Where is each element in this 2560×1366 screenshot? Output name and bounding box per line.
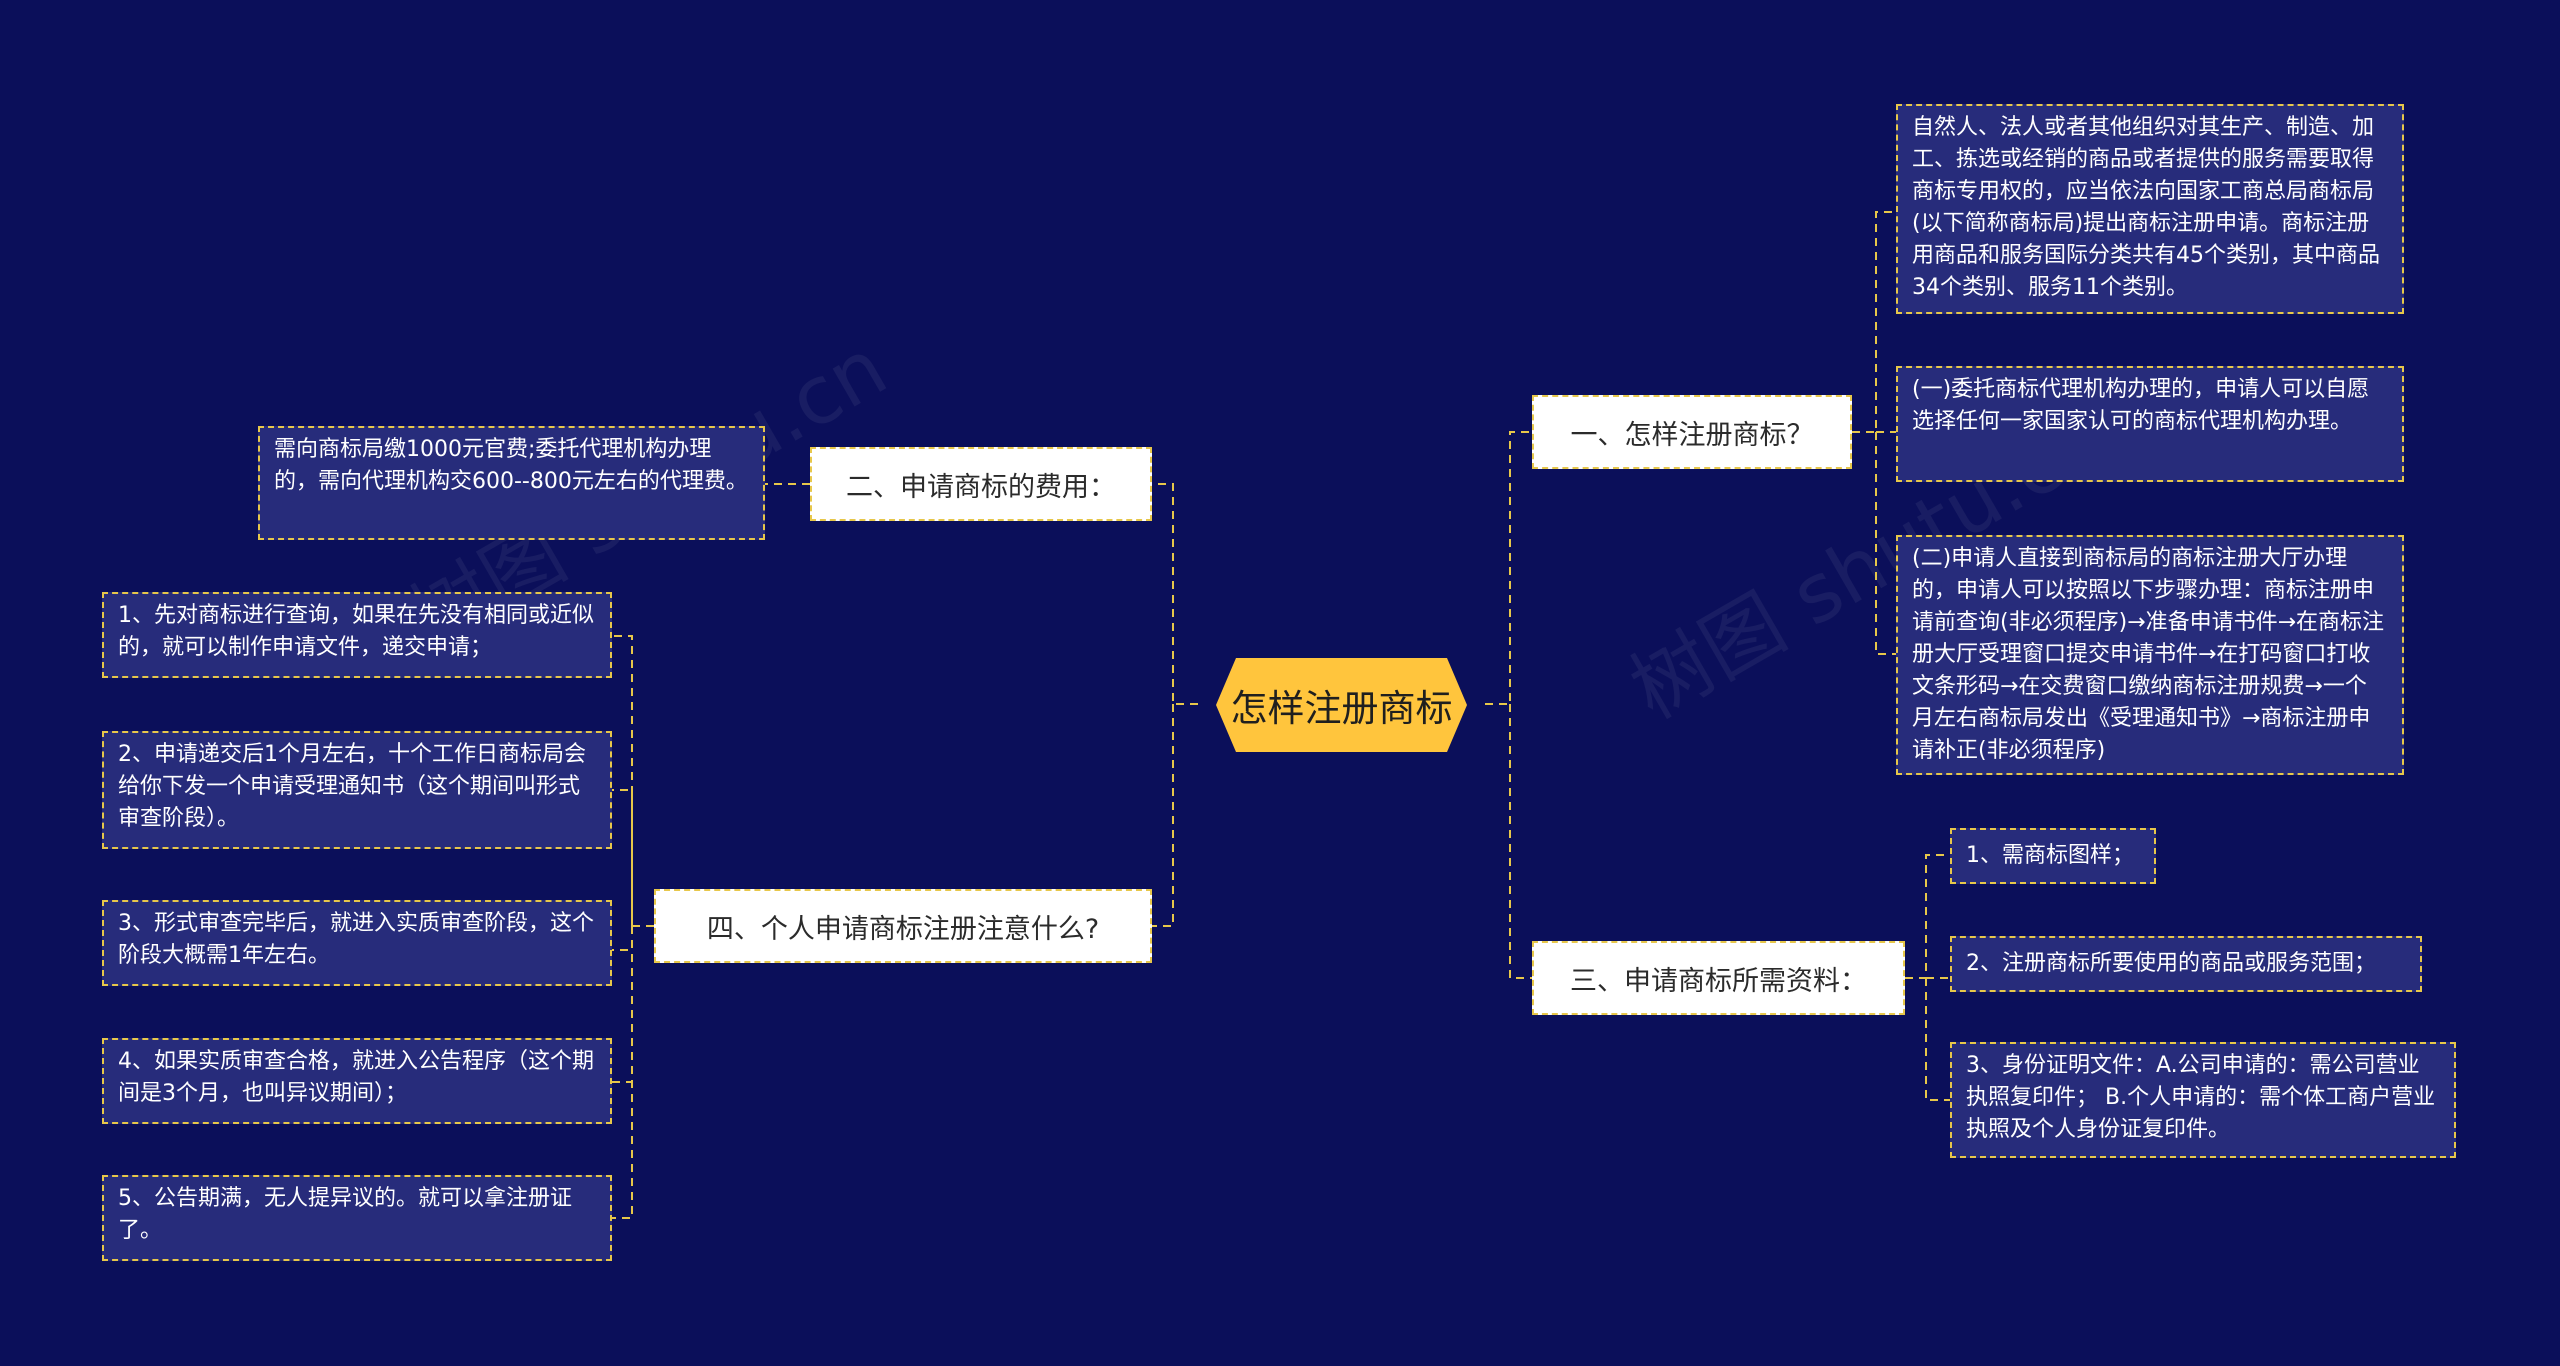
center-topic-label: 怎样注册商标 (1230, 687, 1453, 730)
leaf-text: 5、公告期满，无人提异议的。就可以拿注册证了。 (118, 1186, 572, 1243)
leaf-step-3[interactable]: 3、形式审查完毕后，就进入实质审查阶段，这个阶段大概需1年左右。 (102, 900, 612, 986)
leaf-text: 1、需商标图样； (1966, 843, 2134, 868)
leaf-step-5[interactable]: 5、公告期满，无人提异议的。就可以拿注册证了。 (102, 1175, 612, 1261)
leaf-trademark-sample[interactable]: 1、需商标图样； (1950, 828, 2156, 884)
connector-b4-leaves (612, 635, 654, 1219)
leaf-text: 3、形式审查完毕后，就进入实质审查阶段，这个阶段大概需1年左右。 (118, 911, 594, 968)
leaf-text: 4、如果实质审查合格，就进入公告程序（这个期间是3个月，也叫异议期间）； (118, 1049, 594, 1106)
leaf-direct-route[interactable]: (二)申请人直接到商标局的商标注册大厅办理的，申请人可以按照以下步骤办理：商标注… (1896, 535, 2404, 775)
leaf-fee-detail[interactable]: 需向商标局缴1000元官费;委托代理机构办理的，需向代理机构交600--800元… (258, 426, 765, 540)
leaf-text: (一)委托商标代理机构办理的，申请人可以自愿选择任何一家国家认可的商标代理机构办… (1912, 377, 2370, 434)
branch-label: 三、申请商标所需资料： (1570, 965, 1867, 997)
branch-personal-notes[interactable]: 四、个人申请商标注册注意什么? (654, 889, 1152, 963)
leaf-text: 需向商标局缴1000元官费;委托代理机构办理的，需向代理机构交600--800元… (274, 437, 748, 494)
branch-application-fees[interactable]: 二、申请商标的费用： (810, 447, 1152, 521)
leaf-register-definition[interactable]: 自然人、法人或者其他组织对其生产、制造、加工、拣选或经销的商品或者提供的服务需要… (1896, 104, 2404, 314)
branch-label: 二、申请商标的费用： (846, 471, 1116, 503)
leaf-text: 1、先对商标进行查询，如果在先没有相同或近似的，就可以制作申请文件，递交申请； (118, 603, 594, 660)
leaf-text: 2、注册商标所要使用的商品或服务范围； (1966, 951, 2376, 976)
leaf-step-2[interactable]: 2、申请递交后1个月左右，十个工作日商标局会给你下发一个申请受理通知书（这个期间… (102, 731, 612, 849)
leaf-goods-scope[interactable]: 2、注册商标所要使用的商品或服务范围； (1950, 936, 2422, 992)
connector-center-right (1485, 431, 1532, 979)
connector-center-left (1150, 483, 1198, 927)
leaf-id-documents[interactable]: 3、身份证明文件：A.公司申请的：需公司营业执照复印件； B.个人申请的：需个体… (1950, 1042, 2456, 1158)
leaf-text: 3、身份证明文件：A.公司申请的：需公司营业执照复印件； B.个人申请的：需个体… (1966, 1053, 2436, 1142)
leaf-text: 2、申请递交后1个月左右，十个工作日商标局会给你下发一个申请受理通知书（这个期间… (118, 742, 586, 831)
center-hexagon-shape (1216, 658, 1467, 752)
connector-b1-leaves (1852, 211, 1896, 655)
connector-b3-leaves (1905, 854, 1950, 1101)
leaf-text: 自然人、法人或者其他组织对其生产、制造、加工、拣选或经销的商品或者提供的服务需要… (1912, 115, 2380, 300)
branch-how-to-register[interactable]: 一、怎样注册商标？ (1532, 395, 1852, 469)
leaf-step-1[interactable]: 1、先对商标进行查询，如果在先没有相同或近似的，就可以制作申请文件，递交申请； (102, 592, 612, 678)
branch-label: 一、怎样注册商标？ (1570, 419, 1814, 451)
leaf-step-4[interactable]: 4、如果实质审查合格，就进入公告程序（这个期间是3个月，也叫异议期间）； (102, 1038, 612, 1124)
leaf-text: (二)申请人直接到商标局的商标注册大厅办理的，申请人可以按照以下步骤办理：商标注… (1912, 546, 2385, 763)
branch-required-materials[interactable]: 三、申请商标所需资料： (1532, 941, 1905, 1015)
center-topic[interactable]: 怎样注册商标 (1198, 656, 1485, 754)
leaf-agent-route[interactable]: (一)委托商标代理机构办理的，申请人可以自愿选择任何一家国家认可的商标代理机构办… (1896, 366, 2404, 482)
branch-label: 四、个人申请商标注册注意什么? (706, 913, 1100, 945)
